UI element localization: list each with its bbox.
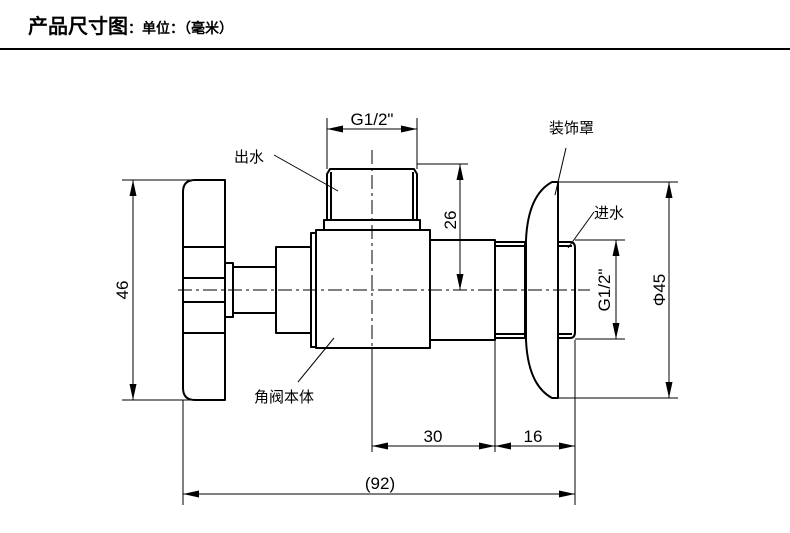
arrowhead	[612, 240, 620, 256]
label-body: 角阀本体	[254, 337, 335, 406]
dim-text-92: (92)	[365, 474, 395, 493]
arrowhead	[183, 490, 199, 498]
dim-outlet-height: 26	[417, 163, 468, 290]
arrowhead	[612, 323, 620, 339]
dim-inlet-thread: G1/2"	[575, 239, 625, 340]
arrowhead	[559, 490, 575, 498]
label-inlet: 进水	[567, 204, 624, 249]
arrowhead	[479, 442, 495, 450]
leader-line	[567, 211, 595, 249]
label-body-text: 角阀本体	[254, 388, 314, 406]
leader-line	[554, 147, 567, 196]
unit-note: ：单位：（毫米）	[128, 21, 233, 37]
dim-text-26: 26	[441, 211, 460, 230]
dim-text-inlet-thread: G1/2"	[595, 269, 614, 312]
label-inlet-text: 进水	[594, 204, 624, 222]
dim-cover-diameter: Φ45	[558, 181, 678, 399]
page-header: 产品尺寸图：单位：（毫米）	[28, 10, 233, 40]
arrowhead	[372, 442, 388, 450]
arrowhead	[327, 125, 343, 133]
arrowhead	[456, 164, 464, 180]
outlet-base	[323, 219, 421, 231]
label-cover: 装饰罩	[549, 119, 594, 196]
dim-text-46: 46	[113, 281, 132, 300]
outlet-thread	[323, 168, 421, 231]
arrowhead	[665, 182, 673, 198]
stem	[224, 232, 317, 348]
label-cover-text: 装饰罩	[549, 119, 594, 137]
arrowhead	[456, 274, 464, 290]
dim-lower-chain: 30 16	[371, 340, 576, 505]
page-title: 产品尺寸图	[28, 14, 128, 38]
arrowhead	[495, 442, 511, 450]
dim-outlet-thread: G1/2"	[326, 110, 418, 169]
label-outlet-text: 出水	[234, 148, 264, 166]
arrowhead	[129, 384, 137, 400]
arrowhead	[129, 180, 137, 196]
arrowhead	[665, 382, 673, 398]
dim-text-30: 30	[424, 427, 443, 446]
label-outlet: 出水	[234, 148, 339, 192]
leader-line	[297, 337, 335, 383]
dim-handle-height: 46	[113, 179, 195, 401]
leader-line	[273, 154, 339, 192]
arrowhead	[559, 442, 575, 450]
dim-overall-length: (92)	[182, 400, 575, 505]
arrowhead	[401, 125, 417, 133]
decorative-cover	[525, 181, 559, 399]
dim-text-outlet-thread: G1/2"	[351, 110, 394, 129]
header-divider	[0, 48, 790, 50]
dim-text-phi45: Φ45	[650, 274, 669, 306]
dim-text-16: 16	[524, 427, 543, 446]
valve-body	[315, 229, 431, 349]
